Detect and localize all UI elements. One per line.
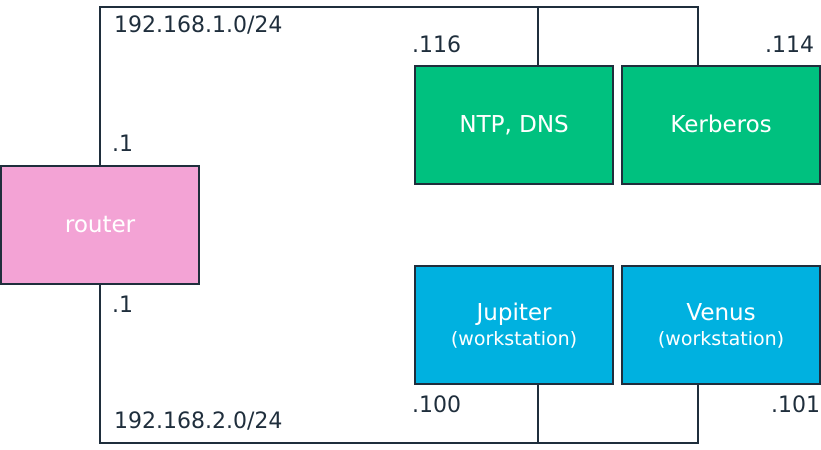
kerberos-label: Kerberos bbox=[670, 111, 772, 138]
ntp-dns-address: .116 bbox=[412, 33, 461, 58]
jupiter-workstation-node: Jupiter (workstation) bbox=[414, 265, 614, 385]
ntp-dns-server-node: NTP, DNS bbox=[414, 65, 614, 185]
ntp-dns-label: NTP, DNS bbox=[459, 111, 569, 138]
top-network-bus bbox=[99, 6, 699, 166]
jupiter-role: (workstation) bbox=[450, 327, 578, 350]
bottom-network-bus bbox=[99, 284, 699, 444]
router-top-address: .1 bbox=[112, 132, 133, 157]
kerberos-address: .114 bbox=[765, 33, 814, 58]
venus-role: (workstation) bbox=[657, 327, 785, 350]
venus-label: Venus bbox=[686, 299, 756, 326]
jupiter-address: .100 bbox=[412, 393, 461, 418]
kerberos-server-node: Kerberos bbox=[621, 65, 821, 185]
router-label: router bbox=[64, 211, 136, 238]
top-network-label: 192.168.1.0/24 bbox=[114, 13, 283, 38]
bottom-network-label: 192.168.2.0/24 bbox=[114, 409, 283, 434]
venus-workstation-node: Venus (workstation) bbox=[621, 265, 821, 385]
router-bottom-address: .1 bbox=[112, 293, 133, 318]
jupiter-label: Jupiter bbox=[476, 299, 552, 326]
venus-address: .101 bbox=[771, 393, 820, 418]
router-node: router bbox=[0, 165, 200, 285]
